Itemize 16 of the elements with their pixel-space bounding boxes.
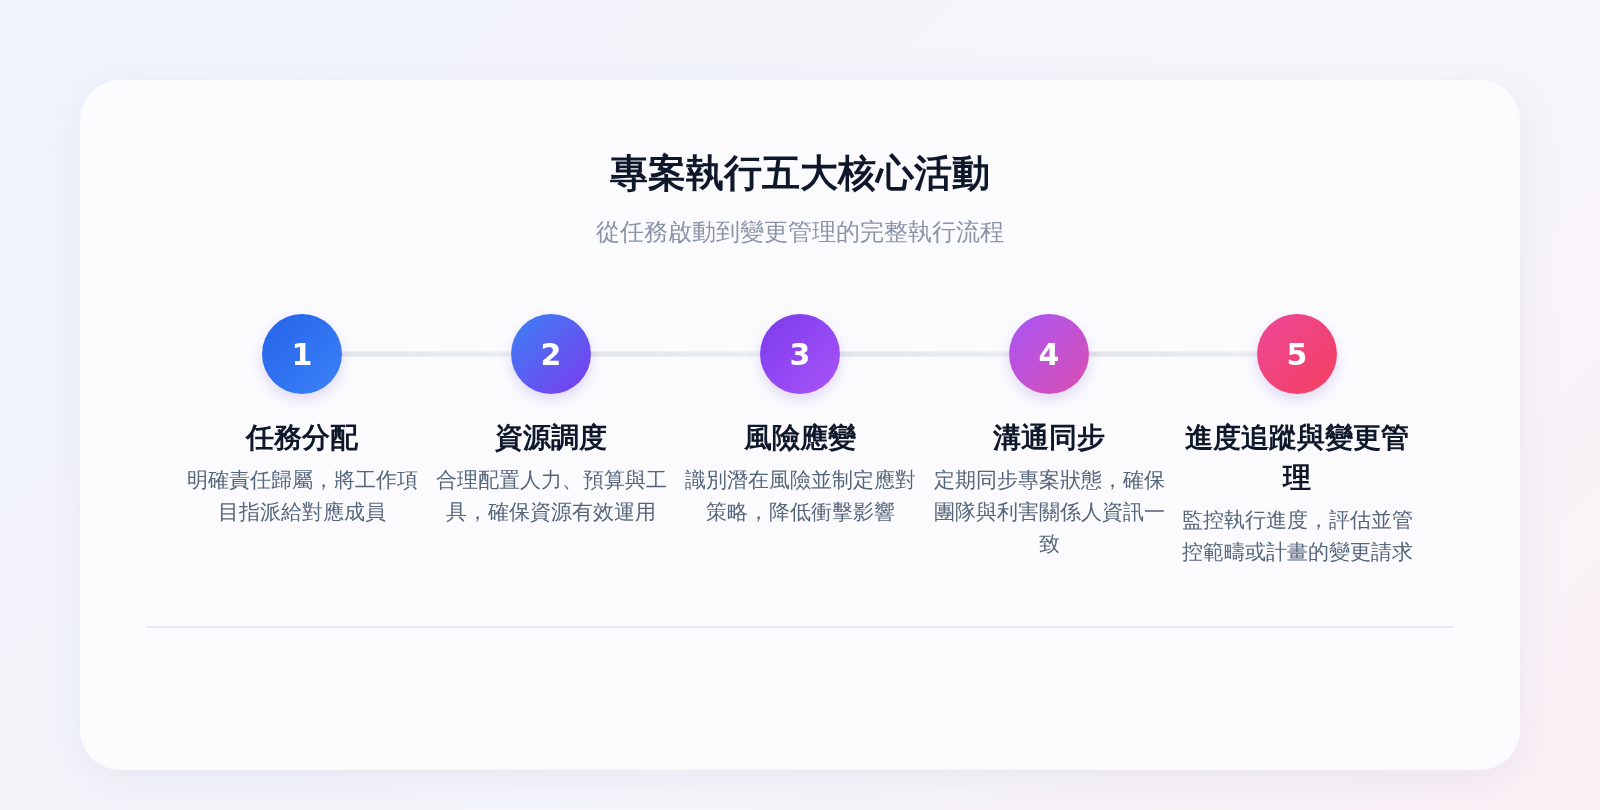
step-heading: 任務分配 — [244, 420, 359, 456]
step-description: 定期同步專案狀態，確保團隊與利害關係人資訊一致 — [932, 467, 1166, 558]
step-heading: 溝通同步 — [992, 420, 1106, 456]
step-description: 合理配置人力、預算與工具，確保資源有效運用 — [434, 467, 668, 526]
title: 專案執行五大核心活動 — [609, 150, 991, 197]
step-description: 監控執行進度，評估並管控範疇或計畫的變更請求 — [1180, 507, 1414, 566]
connector-line — [1089, 351, 1257, 357]
step-heading: 進度追蹤與變更管理 — [1184, 420, 1410, 496]
step-description: 明確責任歸屬，將工作項目指派給對應成員 — [185, 467, 419, 526]
connector-line — [591, 351, 760, 357]
connector-line — [342, 351, 511, 357]
step-heading: 資源調度 — [494, 420, 608, 456]
step-description: 識別潛在風險並制定應對策略，降低衝擊影響 — [683, 467, 917, 526]
subtitle: 從任務啟動到變更管理的完整執行流程 — [595, 217, 1005, 248]
connector-line — [840, 351, 1009, 357]
step-heading: 風險應變 — [743, 420, 857, 456]
